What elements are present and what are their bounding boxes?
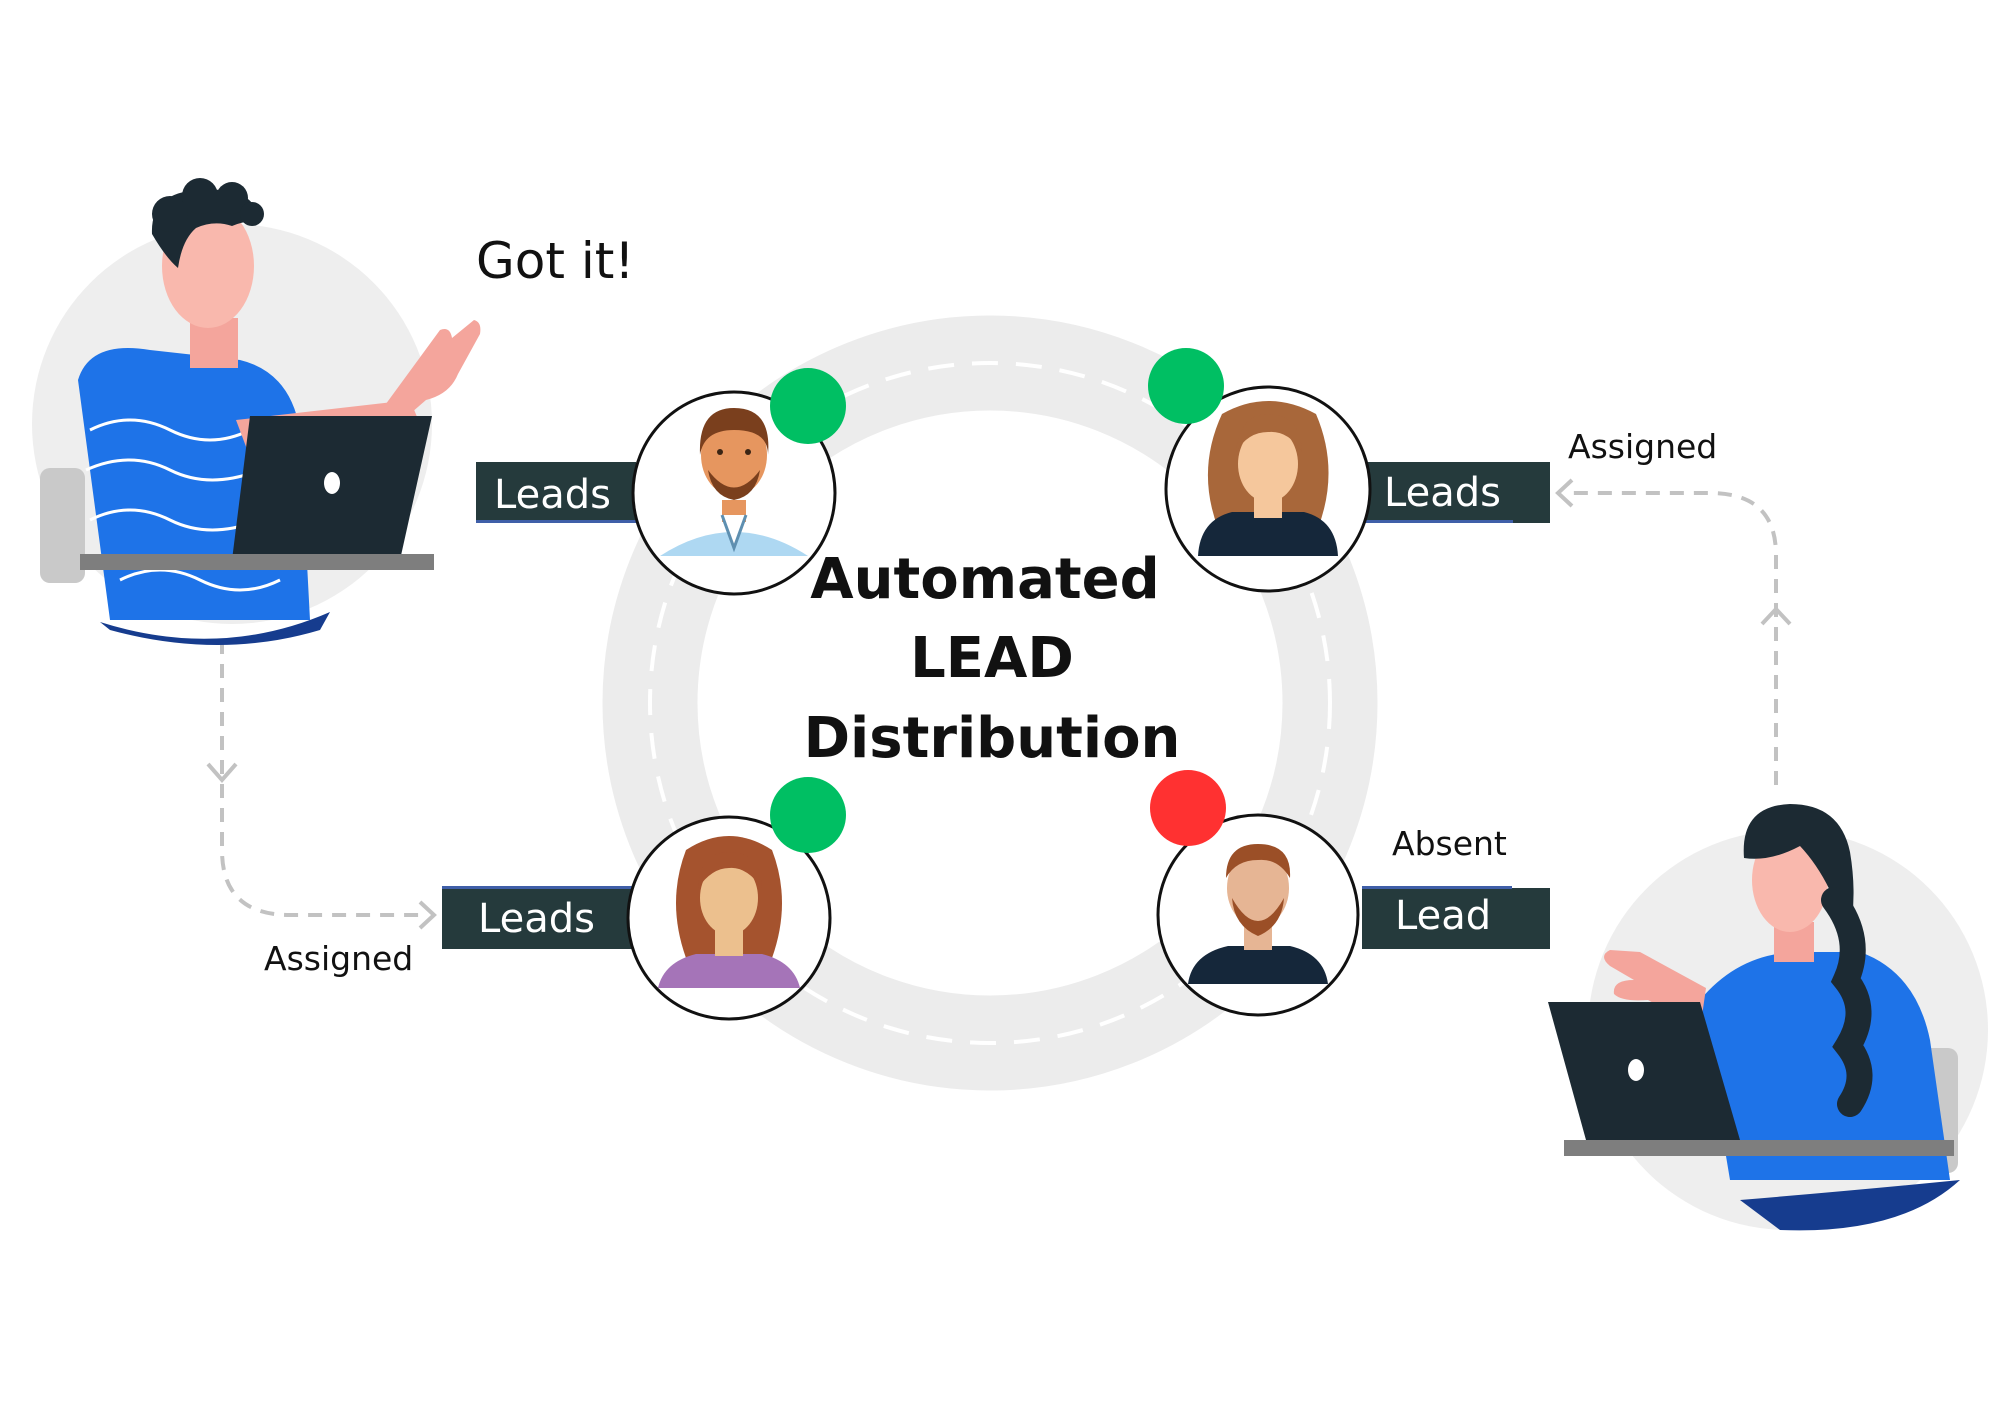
speech-text: Got it! — [476, 232, 634, 290]
label-top-right: Leads — [1363, 462, 1550, 523]
flow-arrow-right — [1568, 491, 1778, 785]
label-bottom-right-text: Lead — [1395, 893, 1491, 939]
label-bottom-right: Lead — [1362, 886, 1550, 949]
status-absent-icon — [1150, 770, 1226, 846]
agent-avatar-3 — [626, 815, 832, 1021]
manager-illustration — [32, 178, 481, 645]
label-bottom-left-text: Leads — [478, 896, 595, 942]
label-bottom-left: Leads — [442, 886, 634, 949]
agent-avatar-2 — [1164, 385, 1372, 593]
note-absent: Absent — [1392, 824, 1507, 863]
flow-arrow-left — [220, 640, 425, 917]
arrow-down-icon — [206, 762, 238, 784]
note-assigned-right: Assigned — [1568, 427, 1717, 466]
label-top-right-text: Leads — [1384, 470, 1501, 516]
title-line-1: Automated — [810, 547, 1159, 612]
title-line-3: Distribution — [804, 706, 1181, 771]
agent-avatar-4 — [1156, 813, 1360, 1017]
arrow-up-icon — [1760, 606, 1792, 626]
status-available-icon — [770, 777, 846, 853]
agent-avatar-1 — [631, 390, 837, 596]
title-line-2: LEAD — [910, 626, 1074, 691]
arrow-left-icon — [1555, 478, 1574, 508]
arrow-right-icon — [418, 900, 437, 930]
label-top-left: Leads — [476, 462, 636, 523]
status-available-icon — [1148, 348, 1224, 424]
label-top-left-text: Leads — [494, 472, 611, 518]
agent-illustration — [1548, 804, 1988, 1231]
status-available-icon — [770, 368, 846, 444]
central-ring — [602, 315, 1378, 1091]
note-assigned-left: Assigned — [264, 939, 413, 978]
